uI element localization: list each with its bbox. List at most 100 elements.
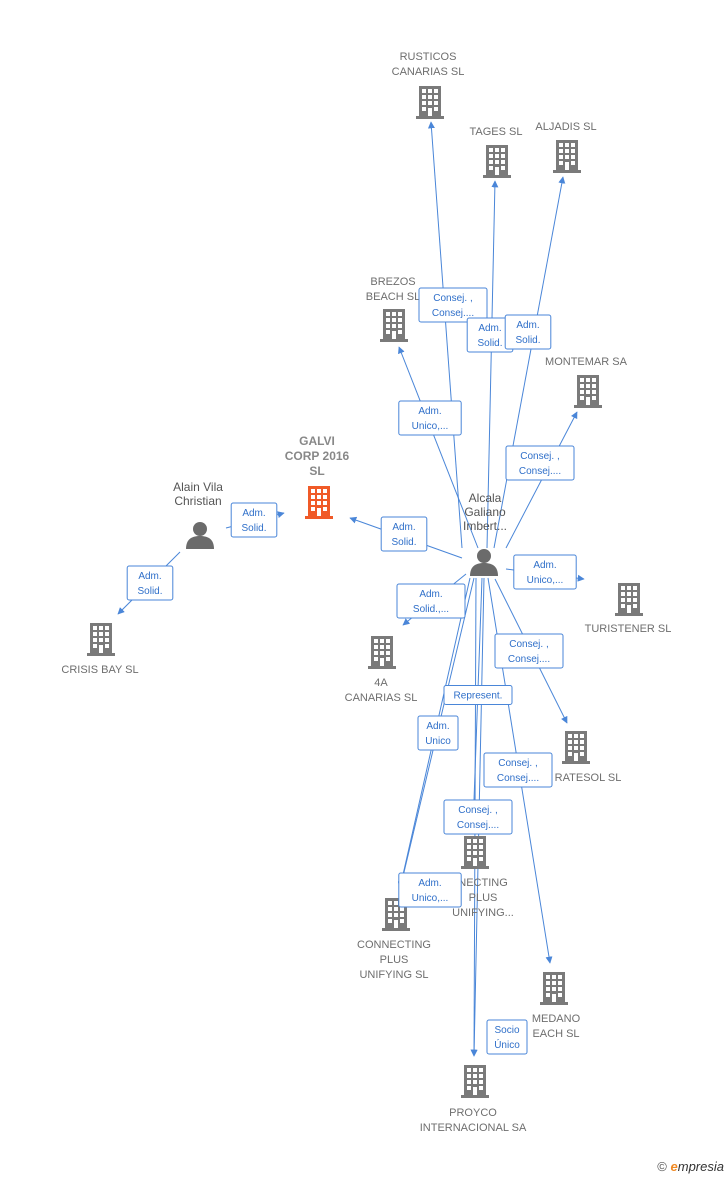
building-icon[interactable] xyxy=(461,836,489,869)
person-icon[interactable] xyxy=(186,522,214,549)
copyright-symbol: © xyxy=(657,1159,667,1174)
relation-label-text: Solid. xyxy=(515,335,540,346)
relation-label[interactable]: Adm. Solid. xyxy=(504,314,552,350)
person-icon[interactable] xyxy=(470,549,498,576)
node-label: 4A xyxy=(374,677,388,689)
node-label: BREZOS xyxy=(370,276,415,288)
relation-label-text: Consej.... xyxy=(432,308,474,319)
relation-label-text: Unico,... xyxy=(527,575,564,586)
relation-label-text: Unico xyxy=(425,736,451,747)
copyright-footer: © empresia xyxy=(657,1159,724,1174)
relation-label-text: Adm. xyxy=(392,522,415,533)
relation-label-text: Adm. xyxy=(516,320,539,331)
building-icon[interactable] xyxy=(483,145,511,178)
relation-label-text: Consej. , xyxy=(433,293,472,304)
company-node[interactable]: CRISIS BAY SL xyxy=(61,623,139,676)
relation-label-text: Solid. xyxy=(137,586,162,597)
building-icon[interactable] xyxy=(416,86,444,119)
building-icon[interactable] xyxy=(553,140,581,173)
relation-label[interactable]: Consej. , Consej.... xyxy=(418,287,488,323)
node-label: Imbert... xyxy=(463,519,507,533)
node-label: PLUS xyxy=(469,892,498,904)
node-label: Alcala xyxy=(469,491,502,505)
node-label: RUSTICOS xyxy=(400,51,457,63)
building-icon[interactable] xyxy=(368,636,396,669)
relation-label-text: Solid.,... xyxy=(413,604,449,615)
relation-label-text: Represent. xyxy=(454,691,503,702)
building-icon[interactable] xyxy=(540,972,568,1005)
relation-label-text: Consej.... xyxy=(497,773,539,784)
node-label: NECTING xyxy=(458,877,508,889)
relation-label[interactable]: Adm. Unico,... xyxy=(513,554,577,590)
building-icon[interactable] xyxy=(461,1065,489,1098)
relation-label[interactable]: Consej. , Consej.... xyxy=(494,633,564,669)
building-icon[interactable] xyxy=(87,623,115,656)
relation-label[interactable]: Adm.Unico,... xyxy=(398,872,462,908)
relation-label[interactable]: Represent. xyxy=(443,685,513,705)
relation-edge xyxy=(398,346,479,549)
relation-label-text: Consej. , xyxy=(509,639,548,650)
relation-label[interactable]: Consej. ,Consej.... xyxy=(483,752,553,788)
relation-label-text: Socio xyxy=(494,1025,519,1036)
node-label: INTERNACIONAL SA xyxy=(420,1122,527,1134)
relation-label-text: Adm. xyxy=(418,406,441,417)
node-label: UNIFYING SL xyxy=(359,969,428,981)
company-node[interactable]: TURISTENER SL xyxy=(585,583,672,635)
relation-label-text: Solid. xyxy=(391,537,416,548)
node-label: TAGES SL xyxy=(470,126,523,138)
relation-label[interactable]: Adm. Solid. xyxy=(380,516,428,552)
relation-label-text: Consej.... xyxy=(508,654,550,665)
company-node[interactable]: ALJADIS SL xyxy=(535,121,597,173)
company-node[interactable]: BREZOS BEACH SL xyxy=(366,276,420,342)
relation-label-text: Solid. xyxy=(241,523,266,534)
relation-label[interactable]: Adm.Solid.,... xyxy=(396,583,466,619)
node-label: Alain Vila xyxy=(173,480,223,494)
node-label: EACH SL xyxy=(532,1028,579,1040)
node-label: SL xyxy=(309,464,324,478)
building-icon[interactable] xyxy=(380,309,408,342)
company-node[interactable]: TAGES SL xyxy=(470,126,523,178)
node-label: PROYCO xyxy=(449,1107,497,1119)
node-label: BEACH SL xyxy=(366,291,420,303)
relation-edge xyxy=(427,121,463,549)
company-node[interactable]: PROYCO INTERNACIONAL SA xyxy=(420,1065,527,1134)
node-label: TURISTENER SL xyxy=(585,623,672,635)
node-label: CORP 2016 xyxy=(285,449,350,463)
person-node[interactable]: AlcalaGalianoImbert... xyxy=(463,491,507,576)
relation-label-text: Consej. , xyxy=(458,805,497,816)
relation-label-text: Adm. xyxy=(426,721,449,732)
relation-label-text: Adm. xyxy=(533,560,556,571)
relation-label-text: Unico,... xyxy=(412,421,449,432)
relation-label[interactable]: Adm. Unico,... xyxy=(398,400,462,436)
relation-label-text: Consej.... xyxy=(519,466,561,477)
building-icon[interactable] xyxy=(574,375,602,408)
company-node[interactable]: RATESOL SL xyxy=(555,731,622,784)
relation-label-text: Adm. xyxy=(242,508,265,519)
building-icon[interactable] xyxy=(305,486,333,519)
building-icon[interactable] xyxy=(615,583,643,616)
relation-label[interactable]: Adm. Unico xyxy=(417,715,459,751)
relation-label[interactable]: Adm.Solid. xyxy=(126,565,174,601)
node-label: ALJADIS SL xyxy=(535,121,596,133)
relation-label-text: Adm. xyxy=(418,878,441,889)
node-label: PLUS xyxy=(380,954,409,966)
relation-label[interactable]: Consej. , Consej.... xyxy=(443,799,513,835)
empresia-logo[interactable]: empresia xyxy=(670,1159,724,1174)
building-icon[interactable] xyxy=(562,731,590,764)
company-node[interactable]: MONTEMAR SA xyxy=(545,356,628,408)
node-label: RATESOL SL xyxy=(555,772,622,784)
relation-label-text: Consej.... xyxy=(457,820,499,831)
node-label: Christian xyxy=(174,494,221,508)
node-label: Galiano xyxy=(464,505,506,519)
relation-label[interactable]: Adm. Solid. xyxy=(230,502,278,538)
relation-label[interactable]: Consej. ,Consej.... xyxy=(505,445,575,481)
company-node[interactable]: NECTINGPLUSUNIFYING... xyxy=(452,836,514,919)
